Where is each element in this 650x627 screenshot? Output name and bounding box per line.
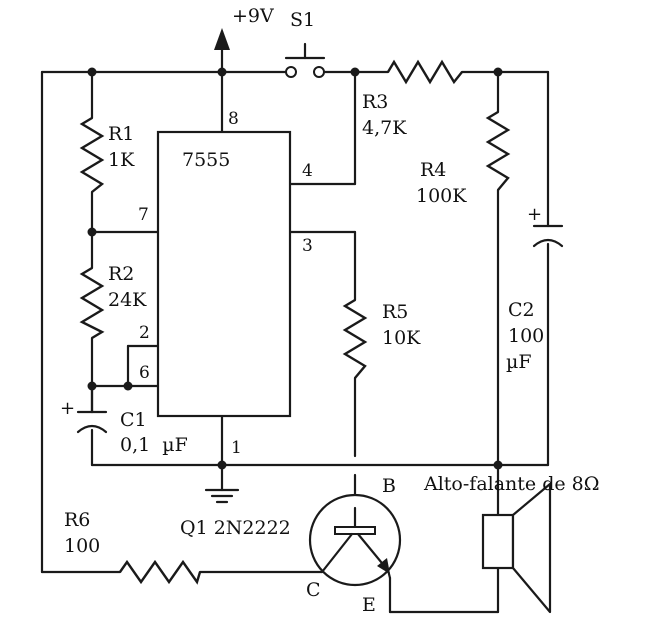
junction — [350, 67, 360, 77]
r1-value: 1K — [108, 149, 135, 171]
capacitor-c2 — [532, 224, 564, 248]
resistor-r4 — [485, 110, 511, 191]
junction — [217, 67, 227, 77]
pin-4-label: 4 — [302, 161, 313, 181]
capacitor-c1 — [76, 384, 108, 434]
pin-6-label: 6 — [139, 363, 150, 383]
c1-value: 0,1 µF — [120, 434, 188, 456]
r5-name: R5 — [382, 301, 408, 323]
junction — [87, 67, 97, 77]
wires — [40, 46, 550, 614]
r3-value: 4,7K — [362, 117, 407, 139]
pin-8-label: 8 — [228, 109, 239, 129]
pin-2-label: 2 — [139, 323, 150, 343]
speaker-icon — [481, 482, 552, 614]
r3-name: R3 — [362, 91, 388, 113]
r5-value: 10K — [382, 327, 421, 349]
pin-7-label: 7 — [138, 205, 149, 225]
ground-icon — [204, 488, 240, 504]
junction — [493, 460, 503, 470]
q1-collector-label: C — [306, 579, 321, 601]
r2-name: R2 — [108, 263, 134, 285]
transistor-q1 — [308, 493, 402, 587]
resistor-r3 — [386, 59, 463, 85]
resistor-r5 — [342, 298, 368, 379]
c2-value: 100 — [508, 325, 544, 347]
supply-label: +9V — [232, 5, 274, 27]
c2-plus: + — [527, 204, 542, 225]
junction — [493, 67, 503, 77]
junction — [217, 460, 227, 470]
supply-arrow-icon — [214, 28, 230, 50]
switch-label: S1 — [290, 9, 315, 31]
r2-value: 24K — [108, 289, 147, 311]
r1-name: R1 — [108, 123, 134, 145]
r6-value: 100 — [64, 535, 100, 557]
junction — [87, 227, 97, 237]
speaker-label: Alto-falante de 8Ω — [423, 473, 600, 495]
push-switch-s1 — [284, 42, 326, 78]
ic-name: 7555 — [182, 149, 230, 171]
r4-value: 100K — [416, 185, 467, 207]
c2-unit: µF — [506, 351, 532, 373]
junction-dots — [87, 67, 503, 470]
ic-7555-body — [156, 130, 292, 418]
junction — [123, 381, 133, 391]
q1-emitter-label: E — [362, 594, 376, 616]
c2-name: C2 — [508, 299, 535, 321]
pin-1-label: 1 — [231, 438, 242, 458]
resistor-r2 — [79, 266, 105, 340]
resistor-r6 — [119, 559, 202, 585]
c1-plus: + — [60, 398, 75, 419]
q1-base-label: B — [382, 475, 396, 497]
resistor-r1 — [79, 116, 105, 193]
q1-label: Q1 2N2222 — [180, 517, 291, 539]
c1-name: C1 — [120, 409, 147, 431]
r4-name: R4 — [420, 159, 446, 181]
pin-3-label: 3 — [302, 236, 313, 256]
r6-name: R6 — [64, 509, 90, 531]
